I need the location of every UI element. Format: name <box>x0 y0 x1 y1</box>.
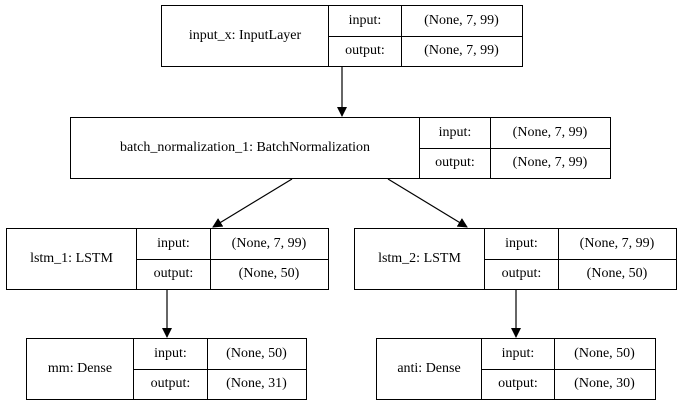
input-value: (None, 7, 99) <box>231 236 307 251</box>
node-lstm-1: lstm_1: LSTM input: (None, 7, 99) output… <box>6 228 329 290</box>
node-name: anti: Dense <box>377 339 482 399</box>
node-anti-dense: anti: Dense input: (None, 50) output: (N… <box>376 338 656 400</box>
input-value: (None, 7, 99) <box>579 236 655 251</box>
output-label: output: <box>435 155 475 170</box>
node-batch-normalization: batch_normalization_1: BatchNormalizatio… <box>70 117 611 179</box>
node-name: batch_normalization_1: BatchNormalizatio… <box>71 118 420 178</box>
divider <box>134 369 306 370</box>
node-input-x: input_x: InputLayer input: (None, 7, 99)… <box>161 5 523 67</box>
node-name: mm: Dense <box>27 339 134 399</box>
input-value: (None, 50) <box>226 346 287 361</box>
output-label: output: <box>345 43 385 58</box>
output-value: (None, 30) <box>574 376 635 391</box>
input-label: input: <box>505 236 538 251</box>
input-value: (None, 7, 99) <box>512 125 588 140</box>
edge-batch_norm-to-lstm_2 <box>387 178 468 228</box>
output-value: (None, 7, 99) <box>424 43 499 58</box>
divider <box>137 259 328 260</box>
node-lstm-2: lstm_2: LSTM input: (None, 7, 99) output… <box>354 228 677 290</box>
divider <box>485 259 676 260</box>
divider <box>420 148 610 149</box>
output-label: output: <box>501 266 542 281</box>
input-label: input: <box>438 125 472 140</box>
output-value: (None, 50) <box>586 266 648 281</box>
input-label: input: <box>154 346 187 361</box>
output-label: output: <box>153 266 194 281</box>
output-value: (None, 31) <box>226 376 287 391</box>
output-value: (None, 50) <box>238 266 300 281</box>
output-value: (None, 7, 99) <box>512 155 588 170</box>
edge-batch_norm-to-lstm_1 <box>212 178 293 228</box>
node-name: lstm_1: LSTM <box>7 229 137 289</box>
input-label: input: <box>348 13 382 28</box>
output-label: output: <box>498 376 538 391</box>
divider <box>482 369 655 370</box>
node-name: lstm_2: LSTM <box>355 229 485 289</box>
input-label: input: <box>157 236 190 251</box>
input-label: input: <box>501 346 535 361</box>
input-value: (None, 50) <box>574 346 635 361</box>
input-value: (None, 7, 99) <box>424 13 499 28</box>
output-label: output: <box>150 376 191 391</box>
divider <box>329 36 522 37</box>
node-name: input_x: InputLayer <box>162 6 329 66</box>
node-mm-dense: mm: Dense input: (None, 50) output: (Non… <box>26 338 307 400</box>
